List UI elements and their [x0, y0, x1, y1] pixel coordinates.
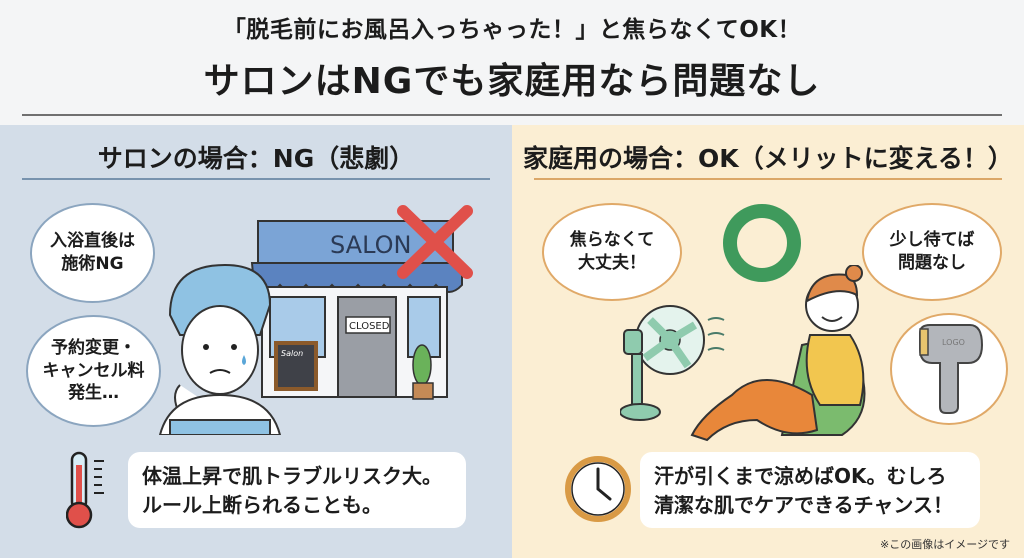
salon-panel: サロンの場合：NG（悲劇） 入浴直後は施術NG 予約変更・キャンセル料発生… S…	[0, 125, 512, 558]
salon-note: 体温上昇で肌トラブルリスク大。 ルール上断られることも。	[128, 452, 466, 528]
home-use-note: 汗が引くまで涼めばOK。むしろ 清潔な肌でケアできるチャンス！	[640, 452, 980, 528]
ng-cross-icon	[397, 205, 473, 279]
home-use-panel: 家庭用の場合：OK（メリットに変える！） 焦らなくて大丈夫！ 少し待てば問題なし…	[512, 125, 1024, 558]
thermometer-icon	[66, 451, 104, 529]
note-line: 汗が引くまで涼めばOK。むしろ	[654, 464, 947, 488]
bubble-line: 焦らなくて	[569, 230, 655, 251]
electric-fan-illustration	[620, 305, 725, 421]
speech-bubble-cancel: 予約変更・キャンセル料発生…	[26, 315, 161, 427]
salon-heading: サロンの場合：NG（悲劇）	[97, 144, 415, 173]
clock-icon	[565, 456, 631, 522]
worried-woman-illustration	[158, 263, 282, 435]
footnote: ※この画像はイメージです	[880, 538, 1010, 551]
divider	[22, 178, 490, 180]
note-line: 清潔な肌でケアできるチャンス！	[654, 493, 953, 517]
bubble-line: 入浴直後は	[50, 231, 135, 252]
relaxing-woman-illustration	[690, 265, 866, 442]
note-line: ルール上断られることも。	[142, 493, 382, 517]
svg-text:Salon: Salon	[281, 349, 303, 358]
bubble-line: キャンセル料	[42, 360, 145, 381]
speech-bubble-no-rush: 焦らなくて大丈夫！	[542, 203, 682, 301]
divider	[22, 114, 1002, 116]
bubble-line: 問題なし	[897, 253, 966, 273]
bubble-line: 予約変更・	[51, 337, 136, 358]
svg-text:CLOSED: CLOSED	[349, 321, 390, 332]
speech-bubble-ng: 入浴直後は施術NG	[30, 203, 155, 303]
note-line: 体温上昇で肌トラブルリスク大。	[142, 464, 442, 488]
svg-text:LOGO: LOGO	[942, 338, 965, 347]
ok-circle-icon	[723, 204, 801, 282]
shop-sign: SALON	[330, 231, 411, 259]
page-title: サロンはNGでも家庭用なら問題なし	[203, 61, 821, 102]
subtitle: 「脱毛前にお風呂入っちゃった！」と焦らなくてOK！	[222, 17, 802, 43]
speech-bubble-wait: 少し待てば問題なし	[862, 203, 1002, 301]
hair-removal-device-icon: LOGO	[919, 324, 984, 414]
bubble-line: 施術NG	[61, 254, 124, 274]
home-use-heading: 家庭用の場合：OK（メリットに変える！）	[523, 144, 1013, 173]
bubble-line: 発生…	[68, 383, 119, 404]
header: 「脱毛前にお風呂入っちゃった！」と焦らなくてOK！ サロンはNGでも家庭用なら問…	[0, 0, 1024, 125]
divider	[534, 178, 1002, 180]
bubble-line: 少し待てば	[889, 230, 975, 251]
bubble-line: 大丈夫！	[578, 253, 646, 273]
